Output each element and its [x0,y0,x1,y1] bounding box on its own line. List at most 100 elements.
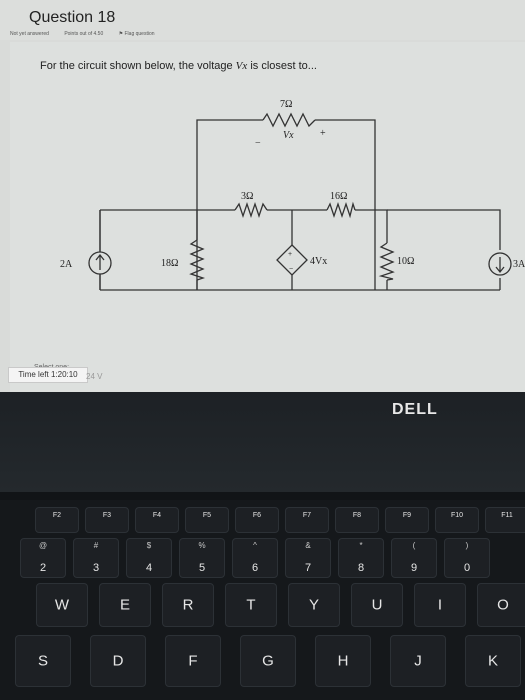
key-label: F9 [402,512,412,519]
key-label: F [188,652,198,670]
key-label: K [487,652,498,670]
label-r3: 3Ω [241,191,253,202]
resistor-3ohm [234,201,268,219]
key-5[interactable]: %5 [179,538,225,578]
key-label: F7 [302,512,312,519]
key-f[interactable]: F [165,635,221,687]
dell-logo: DELL [392,401,438,418]
key-s[interactable]: S [15,635,71,687]
key-shift-label: & [305,541,311,550]
answer-option-partial[interactable]: 24 V [86,372,103,381]
key-f7[interactable]: F7 [285,507,329,533]
key-label: 6 [251,562,259,574]
prompt-prefix: For the circuit shown below, the voltage [40,60,236,72]
key-shift-label: * [359,541,363,550]
key-label: F6 [252,512,262,519]
key-label: F5 [202,512,212,519]
time-left-timer: Time left 1:20:10 [8,367,88,383]
label-2a: 2A [60,259,73,270]
svg-text:+: + [288,251,292,258]
flag-label: Flag question [124,31,155,37]
key-i[interactable]: I [414,583,466,627]
key-2[interactable]: @2 [20,538,66,578]
key-f8[interactable]: F8 [335,507,379,533]
key-label: W [54,596,70,614]
label-r-top: 7Ω [280,99,292,110]
key-u[interactable]: U [351,583,403,627]
key-f4[interactable]: F4 [135,507,179,533]
key-label: S [37,652,48,670]
key-label: 0 [463,562,471,574]
key-label: G [262,652,274,670]
laptop-hinge [0,492,525,500]
key-o[interactable]: O [477,583,525,627]
key-label: O [497,596,509,614]
label-r16: 16Ω [330,191,347,202]
key-shift-label: % [198,541,206,550]
key-e[interactable]: E [99,583,151,627]
key-f11[interactable]: F11 [485,507,525,533]
key-label: 9 [410,562,418,574]
key-label: 3 [92,562,100,574]
key-label: F8 [352,512,362,519]
key-shift-label: ( [412,541,416,550]
label-r10: 10Ω [397,256,414,267]
key-label: 7 [304,562,312,574]
key-label: F3 [102,512,112,519]
key-label: R [182,596,194,614]
label-dep: 4Vx [310,256,327,267]
key-label: 8 [357,562,365,574]
key-f9[interactable]: F9 [385,507,429,533]
key-label: U [371,596,383,614]
flag-question-link[interactable]: ⚑ Flag question [118,31,155,37]
key-label: 4 [145,562,153,574]
key-j[interactable]: J [390,635,446,687]
key-8[interactable]: *8 [338,538,384,578]
key-f5[interactable]: F5 [185,507,229,533]
question-title: Question 18 [29,9,116,26]
key-f6[interactable]: F6 [235,507,279,533]
key-shift-label: @ [38,541,48,550]
key-y[interactable]: Y [288,583,340,627]
monitor-screen: Question 18 Not yet answered Points out … [0,0,525,392]
key-h[interactable]: H [315,635,371,687]
answer-status: Not yet answered [10,31,49,37]
key-label: F10 [450,512,464,519]
key-k[interactable]: K [465,635,521,687]
key-label: E [119,596,130,614]
key-4[interactable]: $4 [126,538,172,578]
key-label: F2 [52,512,62,519]
label-r18: 18Ω [161,258,178,269]
resistor-7ohm [262,112,316,128]
key-f10[interactable]: F10 [435,507,479,533]
key-f3[interactable]: F3 [85,507,129,533]
key-label: 2 [39,562,47,574]
key-w[interactable]: W [36,583,88,627]
current-source-2a [88,251,112,275]
key-g[interactable]: G [240,635,296,687]
key-label: T [246,596,256,614]
key-3[interactable]: #3 [73,538,119,578]
points-info: Points out of 4.50 [64,31,104,37]
key-label: 5 [198,562,206,574]
current-source-3a [488,252,512,276]
label-minus: − [255,138,261,149]
key-d[interactable]: D [90,635,146,687]
label-plus: + [320,128,326,139]
key-shift-label: ^ [253,541,257,550]
question-prompt: For the circuit shown below, the voltage… [40,60,317,72]
key-f2[interactable]: F2 [35,507,79,533]
resistor-18ohm [189,239,206,281]
key-shift-label: # [93,541,99,550]
key-t[interactable]: T [225,583,277,627]
key-9[interactable]: (9 [391,538,437,578]
key-0[interactable]: )0 [444,538,490,578]
key-r[interactable]: R [162,583,214,627]
question-meta: Not yet answered Points out of 4.50 ⚑ Fl… [10,31,183,37]
key-7[interactable]: &7 [285,538,331,578]
label-3a: 3A [513,259,525,270]
prompt-suffix: is closest to... [247,60,317,72]
label-vx: Vx [283,130,294,141]
resistor-16ohm [326,201,356,219]
key-6[interactable]: ^6 [232,538,278,578]
